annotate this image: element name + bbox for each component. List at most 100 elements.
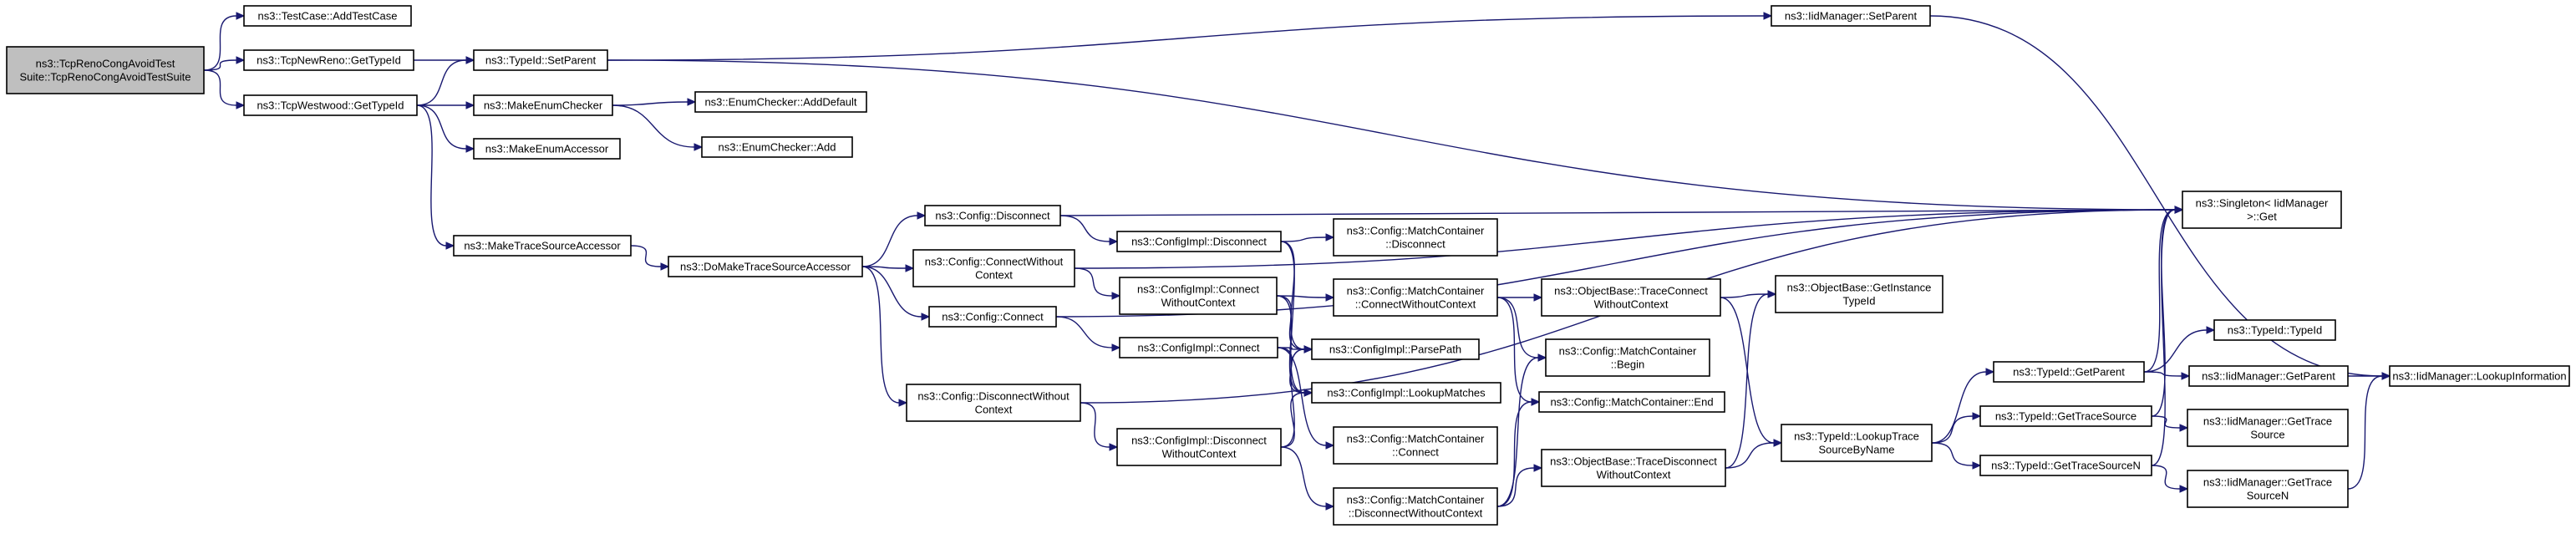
node-config-impl-disconnect[interactable]: ns3::ConfigImpl::Disconnect: [1116, 231, 1282, 252]
node-label: ns3::ObjectBase::GetInstance: [1787, 282, 1932, 294]
node-label: ns3::EnumChecker::Add: [719, 141, 836, 154]
node-box: [1333, 278, 1498, 317]
node-label: ns3::TypeId::GetTraceSource: [1995, 410, 2137, 423]
node-box: [1541, 449, 1726, 487]
node-box: [6, 46, 205, 94]
node-label: TypeId: [1842, 295, 1875, 308]
node-label: ns3::IidManager::LookupInformation: [2392, 370, 2566, 383]
node-iid-manager-set-parent[interactable]: ns3::IidManager::SetParent: [1771, 5, 1931, 27]
node-box: [1781, 424, 1933, 462]
node-config-disconnect-without-context[interactable]: ns3::Config::DisconnectWithoutContext: [906, 384, 1081, 422]
node-config-impl-parse-path[interactable]: ns3::ConfigImpl::ParsePath: [1311, 338, 1480, 360]
node-label: ns3::Config::MatchContainer: [1347, 225, 1485, 237]
edge-config-impl-connect-to-match-container-connect: [1277, 347, 1335, 450]
node-label: Suite::TcpRenoCongAvoidTestSuite: [20, 71, 191, 84]
node-box: [1311, 382, 1501, 404]
node-label: ns3::Config::ConnectWithout: [925, 256, 1064, 268]
node-config-impl-connect-without-context[interactable]: ns3::ConfigImpl::ConnectWithoutContext: [1119, 277, 1278, 315]
node-box: [668, 256, 863, 277]
node-label: ns3::TcpNewReno::GetTypeId: [257, 54, 401, 67]
edge-config-impl-disconnect-without-context-to-match-container-disconnect-without-context: [1280, 446, 1335, 511]
node-object-base-trace-connect-without-context[interactable]: ns3::ObjectBase::TraceConnectWithoutCont…: [1541, 278, 1721, 317]
node-label: ns3::ConfigImpl::LookupMatches: [1327, 387, 1486, 399]
node-tcp-westwood-get-type-id[interactable]: ns3::TcpWestwood::GetTypeId: [243, 94, 418, 116]
node-match-container-disconnect[interactable]: ns3::Config::MatchContainer::Disconnect: [1333, 218, 1498, 257]
node-iid-manager-lookup-information[interactable]: ns3::IidManager::LookupInformation: [2389, 365, 2570, 387]
node-config-connect[interactable]: ns3::Config::Connect: [928, 306, 1057, 328]
node-box: [2182, 191, 2342, 229]
edge-type-id-get-trace-source-to-singleton-get: [2151, 206, 2184, 417]
node-box: [1311, 338, 1480, 360]
node-type-id-get-parent[interactable]: ns3::TypeId::GetParent: [1993, 361, 2145, 383]
node-label: ns3::TypeId::GetParent: [2013, 366, 2125, 379]
node-label: ns3::TcpRenoCongAvoidTest: [36, 58, 175, 70]
node-match-container-begin[interactable]: ns3::Config::MatchContainer::Begin: [1545, 338, 1710, 377]
node-type-id-get-trace-source[interactable]: ns3::TypeId::GetTraceSource: [1979, 405, 2152, 427]
node-box: [2389, 365, 2570, 387]
node-box: [912, 249, 1075, 287]
node-enum-checker-add-default[interactable]: ns3::EnumChecker::AddDefault: [694, 91, 867, 113]
node-box: [701, 136, 853, 158]
node-config-disconnect[interactable]: ns3::Config::Disconnect: [924, 205, 1061, 226]
node-box: [2213, 319, 2336, 341]
node-object-base-trace-disconnect-without-context[interactable]: ns3::ObjectBase::TraceDisconnectWithoutC…: [1541, 449, 1726, 487]
edge-type-id-lookup-trace-source-by-name-to-type-id-get-parent: [1931, 368, 1995, 444]
node-do-make-trace-source-accessor[interactable]: ns3::DoMakeTraceSourceAccessor: [668, 256, 863, 277]
node-make-enum-checker[interactable]: ns3::MakeEnumChecker: [473, 94, 613, 116]
node-match-container-connect-without-context[interactable]: ns3::Config::MatchContainer::ConnectWith…: [1333, 278, 1498, 317]
edge-do-make-trace-source-accessor-to-config-connect-without-context: [861, 264, 915, 272]
edge-make-trace-source-accessor-to-do-make-trace-source-accessor: [630, 245, 670, 271]
node-box: [1116, 428, 1282, 466]
node-label: ns3::ObjectBase::TraceDisconnect: [1550, 455, 1717, 468]
edge-match-container-disconnect-without-context-to-object-base-trace-disconnect-without-context: [1496, 464, 1543, 507]
node-make-trace-source-accessor[interactable]: ns3::MakeTraceSourceAccessor: [453, 235, 632, 257]
node-match-container-disconnect-without-context[interactable]: ns3::Config::MatchContainer::DisconnectW…: [1333, 487, 1498, 526]
node-iid-manager-get-trace-source[interactable]: ns3::IidManager::GetTraceSource: [2187, 409, 2349, 447]
node-type-id-set-parent[interactable]: ns3::TypeId::SetParent: [473, 49, 608, 71]
node-label: ns3::EnumChecker::AddDefault: [704, 96, 856, 109]
node-config-impl-disconnect-without-context[interactable]: ns3::ConfigImpl::DisconnectWithoutContex…: [1116, 428, 1282, 466]
node-label: ns3::IidManager::SetParent: [1785, 10, 1918, 23]
node-box: [928, 306, 1057, 328]
edge-iid-manager-get-trace-source-n-to-iid-manager-lookup-information: [2347, 372, 2391, 490]
node-match-container-connect[interactable]: ns3::Config::MatchContainer::Connect: [1333, 426, 1498, 465]
edge-config-impl-disconnect-without-context-to-config-impl-lookup-matches: [1280, 389, 1313, 448]
node-label: ns3::TypeId::GetTraceSourceN: [1991, 460, 2141, 472]
node-box: [1119, 277, 1278, 315]
node-box: [1333, 218, 1498, 257]
node-type-id-get-trace-source-n[interactable]: ns3::TypeId::GetTraceSourceN: [1979, 455, 2152, 476]
edge-do-make-trace-source-accessor-to-config-connect: [861, 266, 931, 321]
node-iid-manager-get-parent[interactable]: ns3::IidManager::GetParent: [2188, 365, 2349, 387]
node-label: WithoutContext: [1594, 298, 1669, 311]
node-enum-checker-add[interactable]: ns3::EnumChecker::Add: [701, 136, 853, 158]
node-tcp-new-reno-get-type-id[interactable]: ns3::TcpNewReno::GetTypeId: [243, 49, 414, 71]
node-match-container-end[interactable]: ns3::Config::MatchContainer::End: [1538, 391, 1725, 413]
edge-do-make-trace-source-accessor-to-config-disconnect: [861, 211, 927, 267]
node-iid-manager-get-trace-source-n[interactable]: ns3::IidManager::GetTraceSourceN: [2187, 470, 2349, 508]
node-config-connect-without-context[interactable]: ns3::Config::ConnectWithoutContext: [912, 249, 1075, 287]
node-label: ns3::IidManager::GetTrace: [2203, 415, 2332, 428]
edge-type-id-get-parent-to-type-id-type-id: [2143, 326, 2216, 373]
node-add-test-case[interactable]: ns3::TestCase::AddTestCase: [243, 5, 412, 27]
node-label: ::ConnectWithoutContext: [1355, 298, 1476, 311]
node-label: ns3::ConfigImpl::Disconnect: [1131, 236, 1267, 248]
node-label: ns3::DoMakeTraceSourceAccessor: [680, 261, 851, 273]
node-label: SourceN: [2247, 490, 2289, 502]
node-box: [473, 49, 608, 71]
node-label: ::Disconnect: [1385, 238, 1446, 251]
edge-config-impl-disconnect-to-match-container-disconnect: [1280, 233, 1335, 242]
node-make-enum-accessor[interactable]: ns3::MakeEnumAccessor: [473, 138, 621, 160]
node-box: [2188, 365, 2349, 387]
node-type-id-type-id[interactable]: ns3::TypeId::TypeId: [2213, 319, 2336, 341]
node-root[interactable]: ns3::TcpRenoCongAvoidTestSuite::TcpRenoC…: [6, 46, 205, 94]
node-config-impl-lookup-matches[interactable]: ns3::ConfigImpl::LookupMatches: [1311, 382, 1501, 404]
node-box: [1333, 487, 1498, 526]
graph-nodes: ns3::TcpRenoCongAvoidTestSuite::TcpRenoC…: [6, 5, 2570, 526]
node-singleton-get[interactable]: ns3::Singleton< IidManager >::Get: [2182, 191, 2342, 229]
node-config-impl-connect[interactable]: ns3::ConfigImpl::Connect: [1119, 337, 1278, 358]
edge-root-to-tcp-westwood-get-type-id: [203, 69, 246, 109]
edge-config-connect-to-config-impl-connect: [1055, 316, 1121, 352]
node-label: WithoutContext: [1162, 448, 1237, 460]
